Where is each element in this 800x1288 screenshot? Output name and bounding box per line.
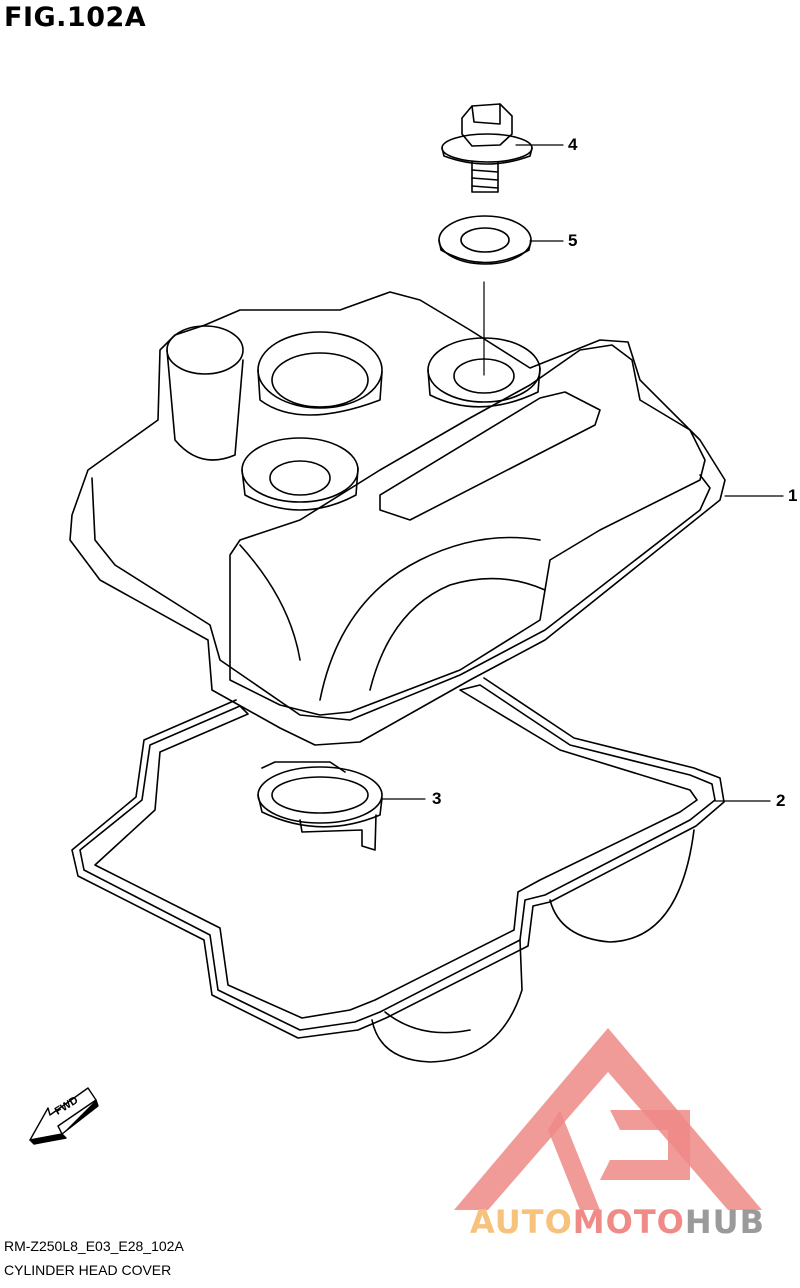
leader-lines — [381, 144, 784, 802]
automotohub-logo-icon — [454, 1028, 762, 1210]
diagram-caption: CYLINDER HEAD COVER — [4, 1262, 172, 1278]
watermark-hub: HUB — [684, 1203, 766, 1241]
callout-5: 5 — [568, 231, 578, 250]
callout-3: 3 — [432, 789, 442, 808]
callout-1: 1 — [788, 486, 798, 505]
watermark-moto: MOTO — [572, 1203, 685, 1241]
watermark-text: AUTOMOTOHUB — [470, 1203, 765, 1241]
fwd-arrow-icon — [29, 1087, 99, 1145]
cover-gasket — [71, 677, 725, 1063]
washer-seal — [438, 215, 532, 265]
diagram-code: RM-Z250L8_E03_E28_102A — [4, 1238, 184, 1254]
watermark-auto: AUTO — [470, 1203, 573, 1241]
callout-4: 4 — [568, 135, 578, 154]
figure-title: FIG.102A — [4, 2, 147, 33]
cylinder-head-cover — [69, 291, 726, 746]
callout-2: 2 — [776, 791, 786, 810]
flange-bolt — [441, 103, 533, 193]
plug-gasket — [257, 761, 383, 851]
